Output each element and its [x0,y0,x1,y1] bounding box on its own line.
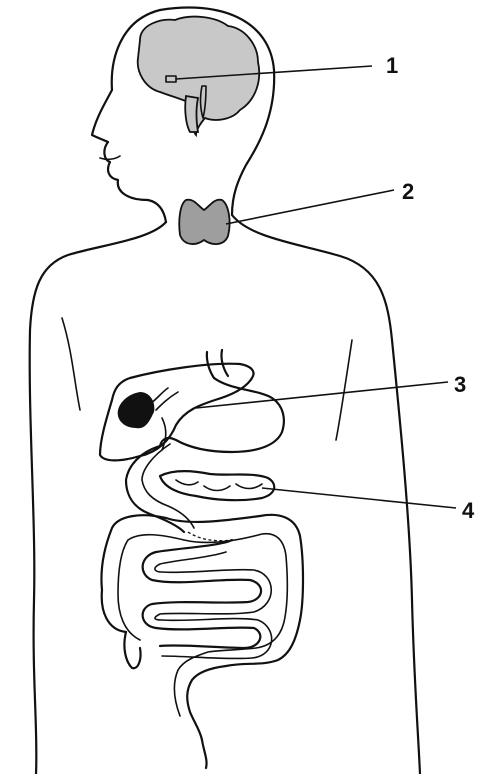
label-4: 4 [462,498,475,523]
pancreatic-duct [188,532,232,541]
leader-line-4 [262,488,456,508]
duodenum [126,446,184,532]
small-intestine-inner [155,552,272,659]
label-3: 3 [454,372,466,397]
pancreas [160,471,274,500]
rectum [202,740,207,768]
left-arm-inner-line [62,318,80,410]
leader-line-2 [226,190,394,224]
large-intestine [101,515,303,740]
face-mouth-line [100,156,120,159]
stomach [160,378,284,452]
brain [138,17,259,135]
left-shoulder-arm-outline [30,222,166,774]
label-2: 2 [402,179,414,204]
right-arm-inner-line [336,340,352,440]
pancreas-texture [176,480,262,491]
brain-stem [185,96,198,132]
small-intestine [143,540,261,648]
label-1: 1 [386,53,398,78]
appendix [124,632,140,668]
gall-bladder [118,392,155,428]
thyroid-gland [179,200,229,244]
